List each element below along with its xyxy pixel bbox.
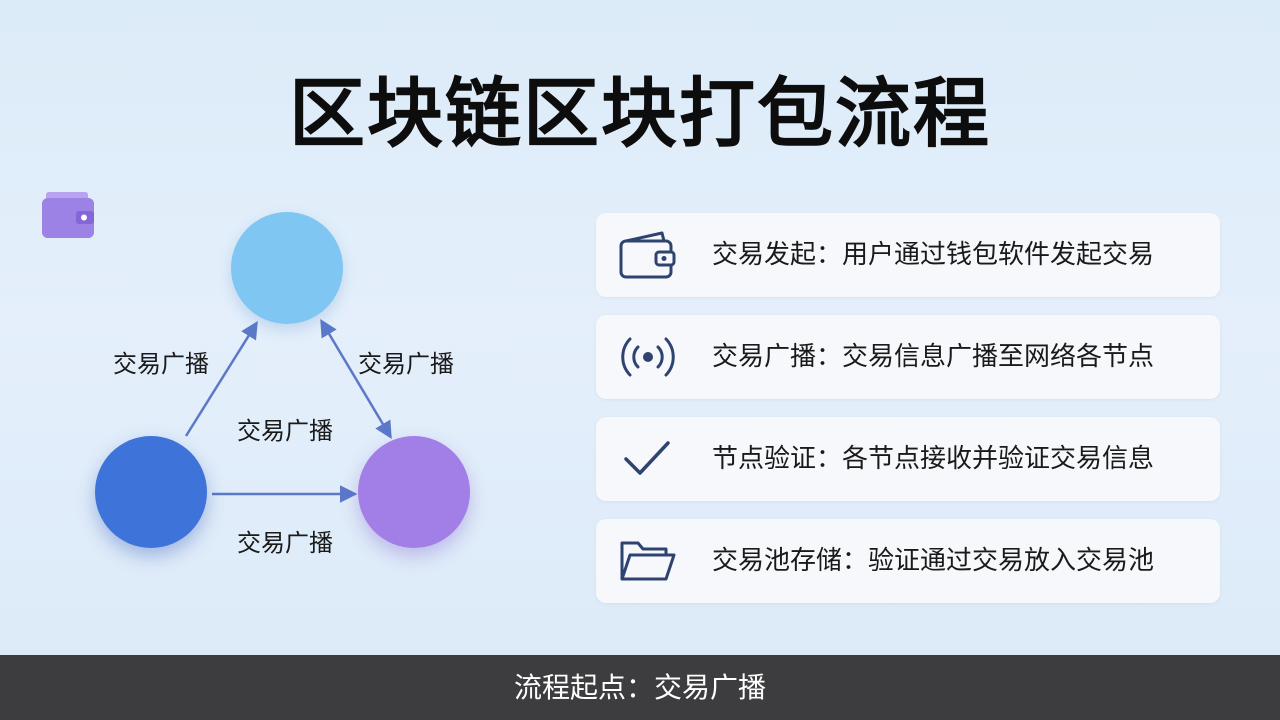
wallet-icon <box>619 231 676 279</box>
arrow-top-right-bidirectional <box>320 318 392 440</box>
edge-label-left: 交易广播 <box>113 350 209 378</box>
step-card-broadcast: 交易广播：交易信息广播至网络各节点 <box>596 315 1220 399</box>
edge-label-right: 交易广播 <box>358 350 454 378</box>
node-top <box>231 212 343 324</box>
node-right <box>358 436 470 548</box>
page-title: 区块链区块打包流程 <box>289 69 991 158</box>
step-text: 交易池存储：验证通过交易放入交易池 <box>712 546 1155 576</box>
edge-label-center: 交易广播 <box>237 417 333 445</box>
step-card-verify: 节点验证：各节点接收并验证交易信息 <box>596 417 1220 501</box>
step-text: 节点验证：各节点接收并验证交易信息 <box>712 444 1155 474</box>
step-list: 交易发起：用户通过钱包软件发起交易 交易广播：交易信息广播至网络各节点 节点验证… <box>596 213 1220 621</box>
checkmark-icon <box>624 441 670 475</box>
node-left <box>95 436 207 548</box>
transaction-broadcast-diagram: 交易广播 交易广播 交易广播 交易广播 <box>40 190 560 610</box>
step-text: 交易广播：交易信息广播至网络各节点 <box>712 342 1155 372</box>
caption-text: 流程起点：交易广播 <box>513 671 766 704</box>
caption-bar: 流程起点：交易广播 <box>0 655 1280 720</box>
step-card-pool: 交易池存储：验证通过交易放入交易池 <box>596 519 1220 603</box>
wallet-icon <box>42 192 94 238</box>
step-text: 交易发起：用户通过钱包软件发起交易 <box>712 240 1155 270</box>
folder-icon <box>620 541 676 581</box>
broadcast-icon <box>621 337 675 377</box>
step-card-initiate: 交易发起：用户通过钱包软件发起交易 <box>596 213 1220 297</box>
edge-label-bottom: 交易广播 <box>237 529 333 557</box>
diagram-arrows <box>184 318 392 503</box>
arrow-left-to-top <box>184 321 258 437</box>
